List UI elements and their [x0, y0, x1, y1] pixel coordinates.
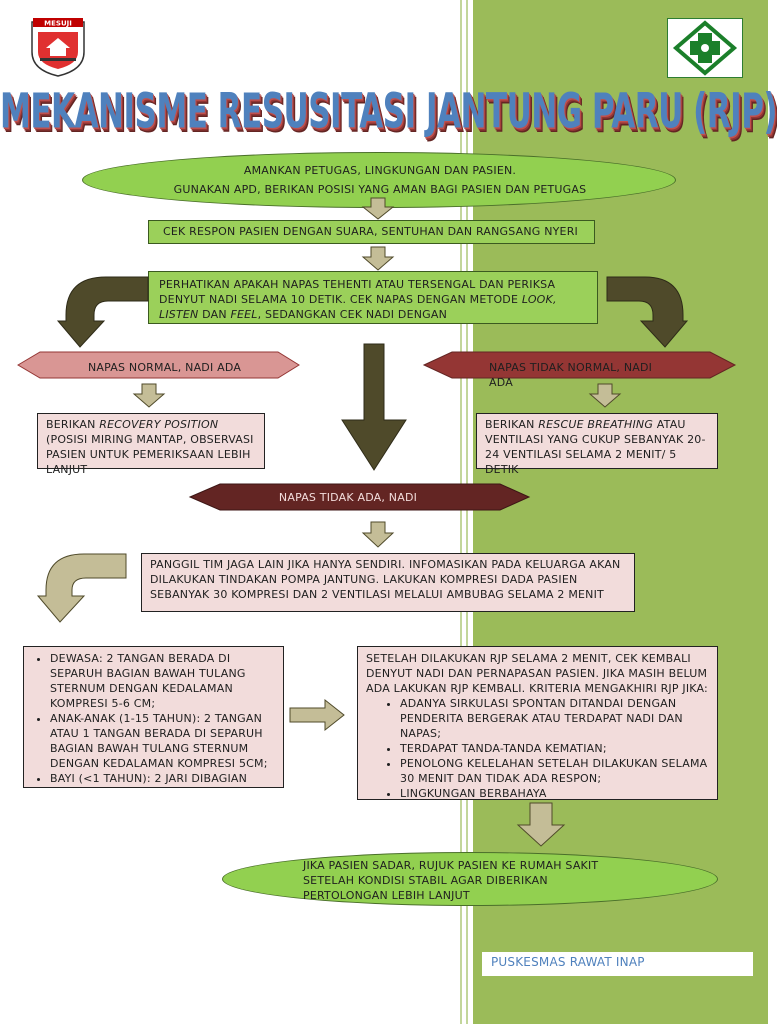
compression-depth-box: DEWASA: 2 TANGAN BERADA DI SEPARUH BAGIA…	[23, 646, 284, 788]
cpr-instruction-text: PANGGIL TIM JAGA LAIN JIKA HANYA SENDIRI…	[150, 558, 621, 601]
left-branch-label: NAPAS NORMAL, NADI ADA	[88, 361, 242, 374]
list-item: LINGKUNGAN BERBAHAYA	[400, 786, 709, 801]
arrow-down-1	[361, 197, 395, 224]
list-item: ANAK-ANAK (1-15 TAHUN): 2 TANGAN ATAU 1 …	[50, 711, 277, 771]
arrow-down-left	[132, 383, 166, 412]
step3-feel: FEEL	[230, 308, 258, 321]
puskesmas-cross-logo	[667, 18, 743, 78]
list-item: ADANYA SIRKULASI SPONTAN DITANDAI DENGAN…	[400, 696, 709, 741]
step2-box: CEK RESPON PASIEN DENGAN SUARA, SENTUHAN…	[148, 220, 595, 244]
step1-text: AMANKAN PETUGAS, LINGKUNGAN DAN PASIEN. …	[150, 163, 610, 207]
left-action-italic: RECOVERY POSITION	[99, 418, 219, 431]
left-action-prefix: BERIKAN	[46, 418, 100, 431]
divider-stripe	[466, 0, 468, 1024]
reassess-intro: SETELAH DILAKUKAN RJP SELAMA 2 MENIT, CE…	[366, 652, 708, 695]
final-oval	[222, 852, 718, 906]
step1-line1: AMANKAN PETUGAS, LINGKUNGAN DAN PASIEN.	[243, 164, 517, 177]
list-item: BAYI (<1 TAHUN): 2 JARI DIBAGIAN	[50, 771, 277, 786]
arrow-down-2	[361, 246, 395, 275]
curved-arrow-tan	[36, 552, 127, 626]
left-branch-diamond	[17, 351, 300, 383]
big-arrow-down	[340, 343, 408, 476]
step3-look-listen: LOOK, LISTEN	[159, 293, 557, 321]
center-branch-label: NAPAS TIDAK ADA, NADI	[278, 491, 418, 504]
step3-text-a: PERHATIKAN APAKAH NAPAS TEHENTI ATAU TER…	[159, 278, 556, 306]
arrow-down-4	[516, 802, 566, 851]
arrow-right	[289, 698, 345, 735]
curved-arrow-right	[606, 275, 689, 351]
step1-line2: GUNAKAN APD, BERIKAN POSISI YANG AMAN BA…	[173, 183, 587, 196]
right-action-rest: ATAU VENTILASI YANG CUKUP SEBANYAK 20-24…	[485, 418, 706, 476]
right-branch-diamond	[422, 351, 737, 383]
center-branch-diamond	[188, 483, 531, 515]
step3-box: PERHATIKAN APAKAH NAPAS TEHENTI ATAU TER…	[148, 271, 598, 324]
reassess-box: SETELAH DILAKUKAN RJP SELAMA 2 MENIT, CE…	[357, 646, 718, 800]
step3-text-b: , SEDANGKAN CEK NADI DENGAN	[257, 308, 448, 321]
list-item: TERDAPAT TANDA-TANDA KEMATIAN;	[400, 741, 709, 756]
step3-and: DAN	[198, 308, 231, 321]
right-action-italic: RESCUE BREATHING	[538, 418, 654, 431]
divider-stripe	[460, 0, 462, 1024]
right-action-box: BERIKAN RESCUE BREATHING ATAU VENTILASI …	[476, 413, 718, 476]
list-item: DEWASA: 2 TANGAN BERADA DI SEPARUH BAGIA…	[50, 651, 277, 711]
curved-arrow-left	[56, 275, 149, 351]
left-action-box: BERIKAN RECOVERY POSITION (POSISI MIRING…	[37, 413, 265, 476]
step2-text: CEK RESPON PASIEN DENGAN SUARA, SENTUHAN…	[163, 225, 578, 238]
footer-label: PUSKESMAS RAWAT INAP	[482, 952, 753, 976]
left-action-rest: (POSISI MIRING MANTAP, OBSERVASI PASIEN …	[46, 433, 254, 476]
cpr-instruction-box: PANGGIL TIM JAGA LAIN JIKA HANYA SENDIRI…	[141, 553, 635, 612]
list-item: PENOLONG KELELAHAN SETELAH DILAKUKAN SEL…	[400, 756, 709, 786]
arrow-down-right	[588, 383, 622, 412]
arrow-down-3	[361, 521, 395, 552]
mesuji-emblem-logo: MESUJI	[28, 14, 88, 78]
page-title-wrap: MEKANISME RESUSITASI JANTUNG PARU (RJP)	[0, 84, 777, 140]
right-branch-label: NAPAS TIDAK NORMAL, NADI ADA	[489, 361, 653, 389]
final-text: JIKA PASIEN SADAR, RUJUK PASIEN KE RUMAH…	[303, 859, 599, 902]
logo-text: MESUJI	[44, 20, 72, 28]
page-title: MEKANISME RESUSITASI JANTUNG PARU (RJP)	[0, 84, 777, 140]
right-action-prefix: BERIKAN	[485, 418, 539, 431]
